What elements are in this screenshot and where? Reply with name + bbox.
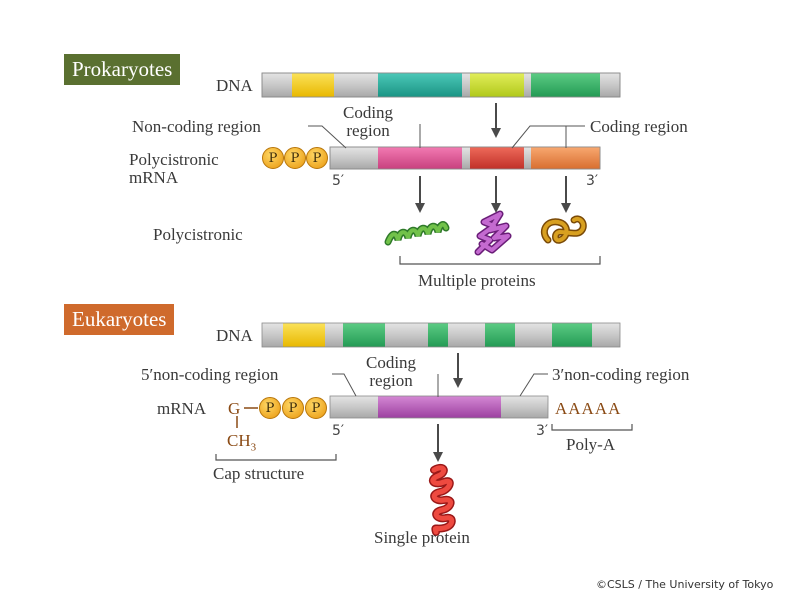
euk-phosphate-2: P <box>282 397 304 419</box>
prok-phosphate-3: P <box>306 147 328 169</box>
euk-leader-lines <box>332 373 548 397</box>
protein-green-coil <box>384 221 450 246</box>
euk-mrna-label: mRNA <box>157 399 207 418</box>
noncoding-region-label: Non-coding region <box>132 117 261 136</box>
prok-leader-lines <box>308 124 585 149</box>
polycistronic-mrna-label: Polycistronic mRNA <box>129 150 219 187</box>
euk-three-prime: 3′ <box>536 423 549 439</box>
prok-five-prime: 5′ <box>332 173 345 189</box>
euk-coding-region-label: Coding region <box>366 353 417 390</box>
copyright-notice: ©CSLS / The University of Tokyo <box>596 578 774 591</box>
euk-phosphate-3: P <box>305 397 327 419</box>
eukaryotes-title: Eukaryotes <box>64 304 175 335</box>
five-prime-noncoding-label: 5′non-coding region <box>141 365 279 384</box>
euk-five-prime: 5′ <box>332 423 345 439</box>
cap-bracket <box>215 454 337 461</box>
multiple-proteins-label: Multiple proteins <box>418 271 536 290</box>
polycistronic-row-label: Polycistronic <box>153 225 243 244</box>
poly-a-label: Poly-A <box>566 435 616 454</box>
prok-phosphate-1: P <box>262 147 284 169</box>
cap-ch3-label: CH3 <box>227 432 256 456</box>
euk-dna-bar <box>261 322 621 348</box>
prok-mrna-bar <box>329 146 601 170</box>
protein-purple-squiggle <box>474 210 512 256</box>
prok-phosphate-2: P <box>284 147 306 169</box>
protein-brown-curl <box>540 215 587 244</box>
protein-red-single <box>428 463 456 536</box>
proteins-bracket <box>399 256 601 265</box>
euk-mrna-bar <box>329 395 549 419</box>
cap-structure-label: Cap structure <box>213 464 305 483</box>
prok-three-prime: 3′ <box>586 173 599 189</box>
euk-dna-label: DNA <box>216 326 253 345</box>
cap-g-label: G <box>228 399 241 418</box>
prok-coding-region-label-2: Coding region <box>590 117 688 136</box>
ch3-text: CH <box>227 431 251 450</box>
prokaryotes-title: Prokaryotes <box>64 54 181 85</box>
poly-a-sequence: AAAAA <box>555 399 622 418</box>
prok-coding-region-label-1: Coding region <box>343 103 394 140</box>
single-protein-label: Single protein <box>374 528 470 547</box>
three-prime-noncoding-label: 3′non-coding region <box>552 365 690 384</box>
ch3-subscript: 3 <box>250 441 257 454</box>
prok-dna-bar <box>261 72 621 98</box>
poly-a-bracket <box>551 424 633 431</box>
euk-phosphate-1: P <box>259 397 281 419</box>
prok-dna-label: DNA <box>216 76 253 95</box>
